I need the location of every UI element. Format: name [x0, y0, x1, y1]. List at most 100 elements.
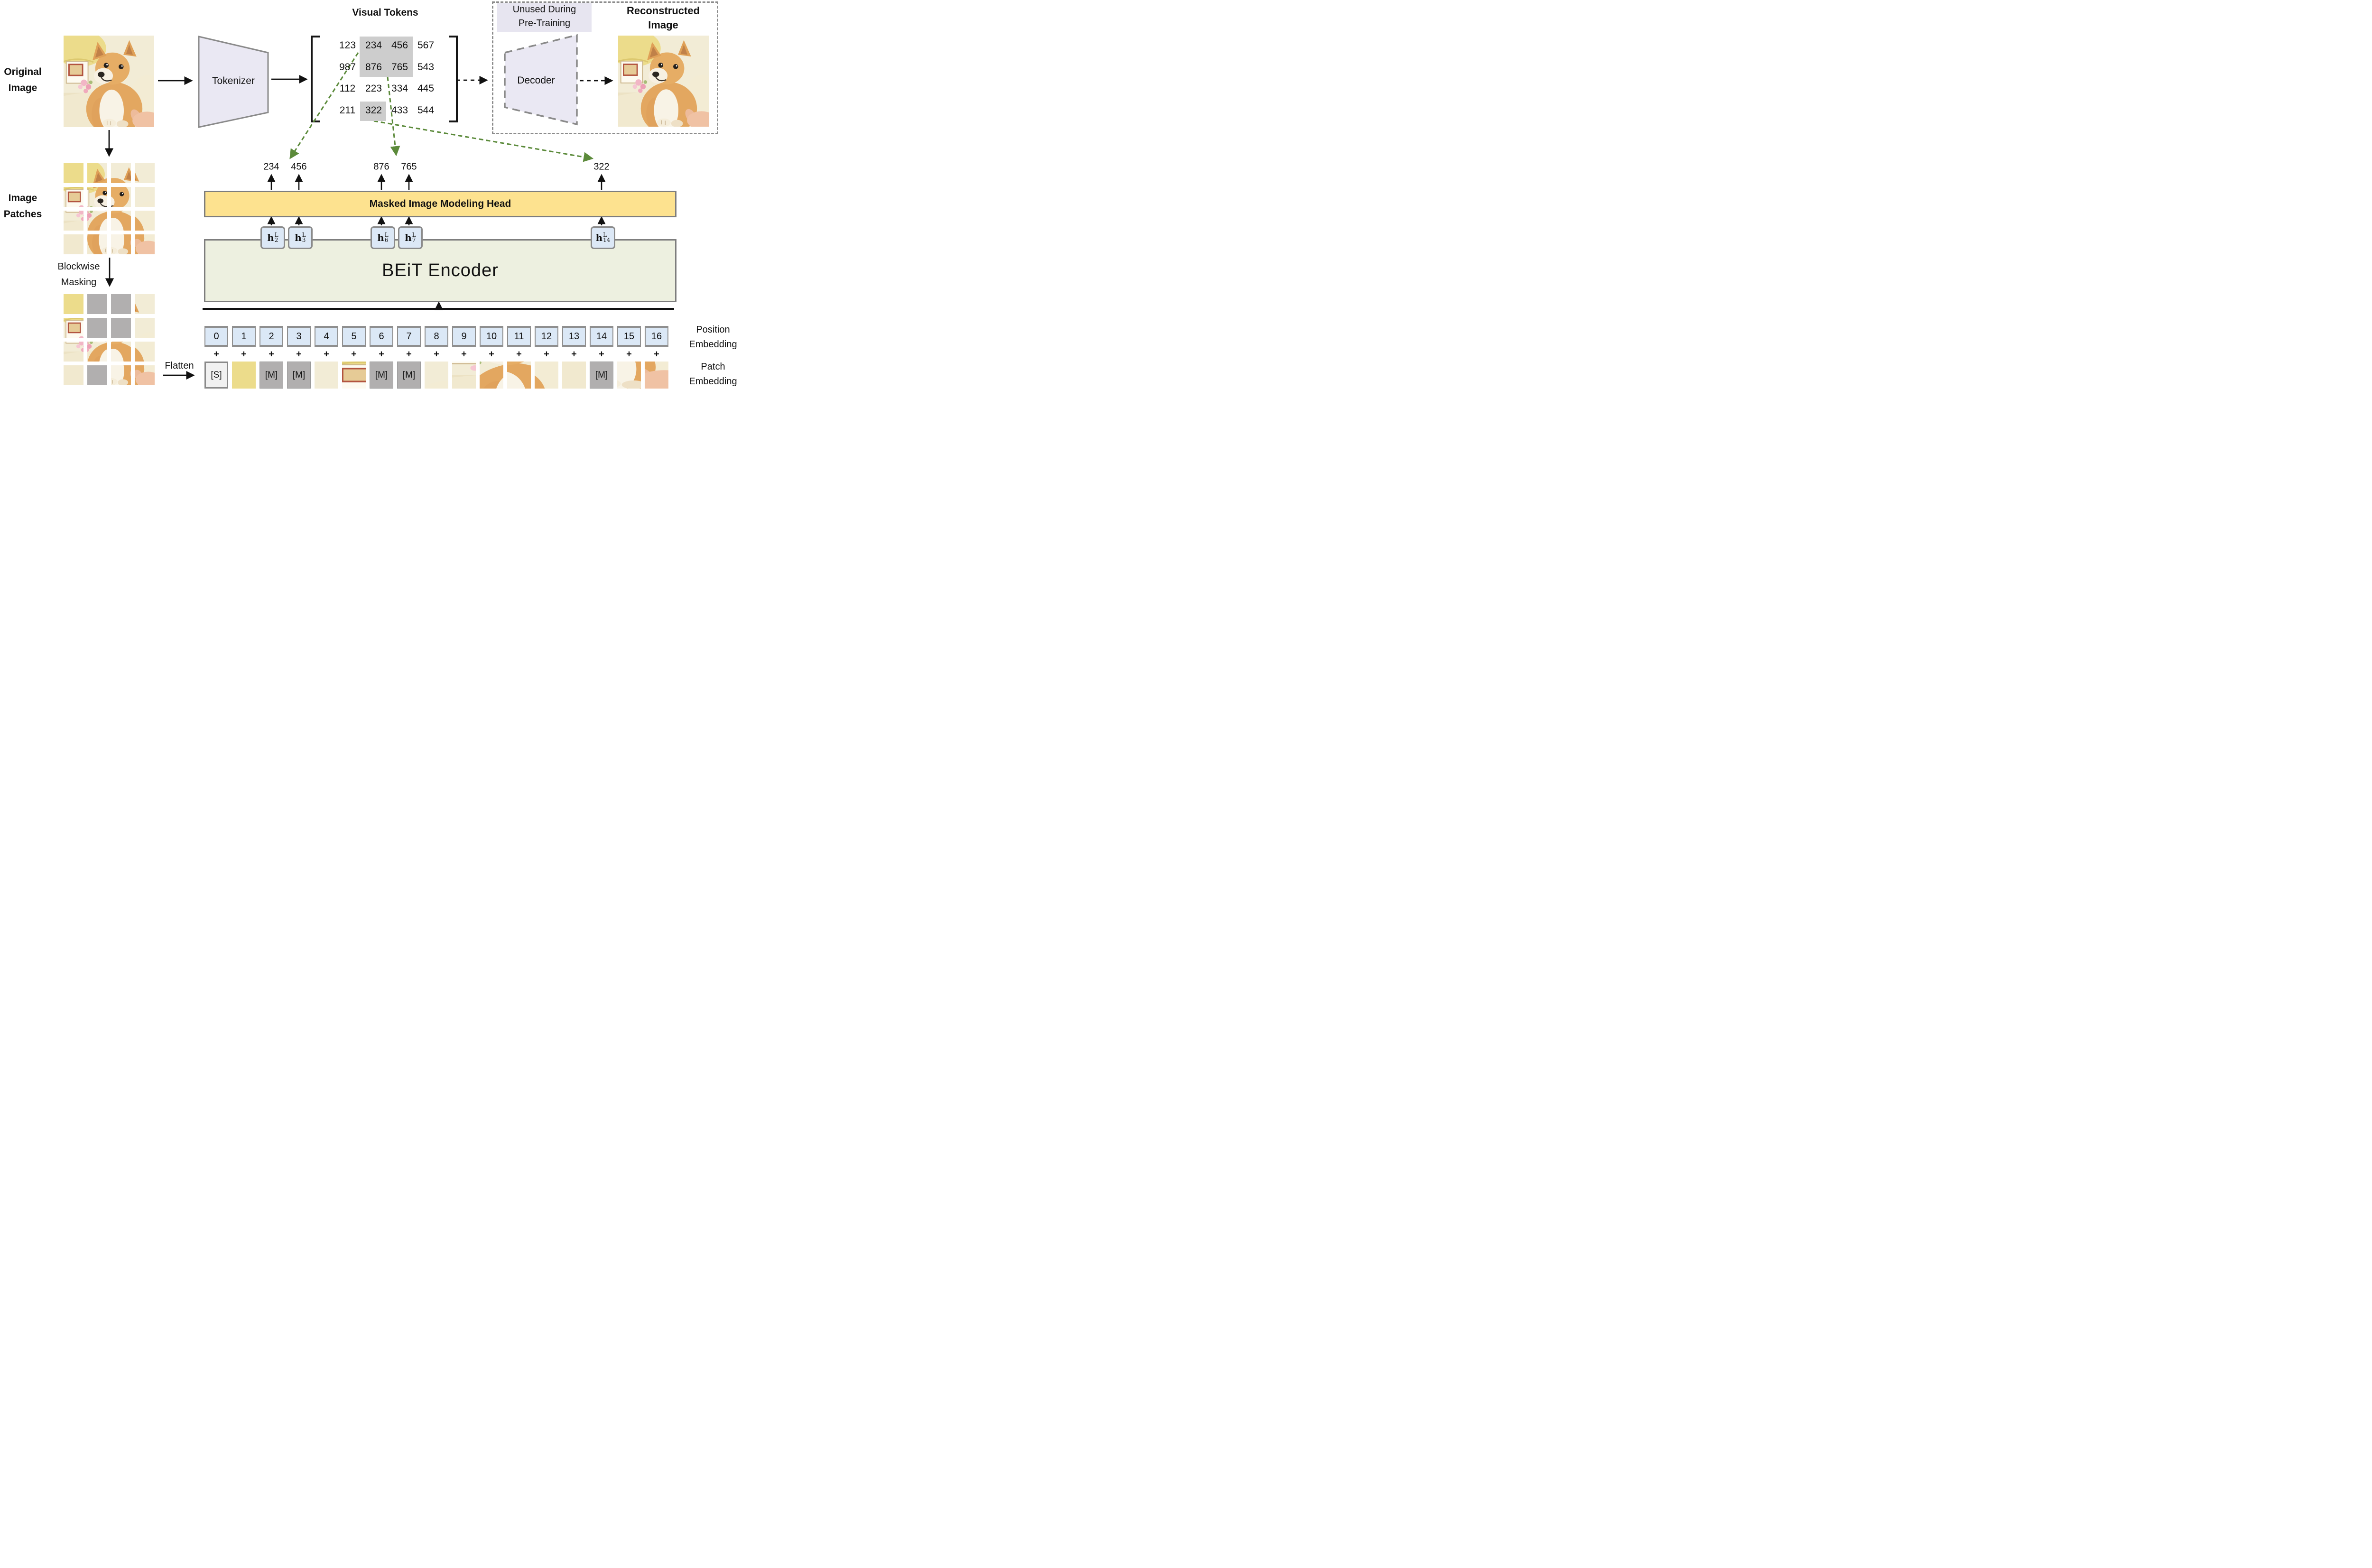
masked-patch-tile: [87, 294, 107, 314]
dog-patch-image: [111, 211, 131, 231]
dog-patch-image: [562, 362, 586, 389]
dog-patch-image: [135, 365, 155, 385]
predicted-token-value: 322: [593, 161, 610, 172]
visual-token-cell: 456: [391, 39, 408, 51]
image-patch-tile: [111, 211, 131, 231]
plus-sign: +: [351, 349, 357, 360]
plus-sign: +: [434, 349, 439, 360]
dog-patch-image: [111, 342, 131, 362]
plus-sign: +: [654, 349, 659, 360]
position-embedding-box: 3: [287, 326, 311, 347]
dog-patch-image: [64, 342, 83, 362]
visual-token-cell: 544: [417, 105, 435, 116]
dog-patch-image: [535, 362, 558, 389]
dog-patch-image: [111, 187, 131, 207]
image-patch-tile: [87, 342, 107, 362]
dog-patch-image: [452, 362, 476, 389]
dog-patch-image: [135, 294, 155, 314]
original-image-label-line2: Image: [8, 83, 37, 93]
position-embedding-box: 12: [535, 326, 558, 347]
visual-token-cell: 223: [365, 83, 382, 94]
position-embedding-label-line2: Embedding: [689, 339, 737, 350]
visual-token-cell: 987: [339, 61, 356, 73]
dog-patch-image: [480, 362, 503, 389]
plus-sign: +: [213, 349, 219, 360]
image-patch-tile: [87, 163, 107, 183]
position-embedding-box: 14: [590, 326, 613, 347]
dog-patch-image: [135, 234, 155, 254]
patch-embedding-label-line2: Embedding: [689, 376, 737, 387]
image-patch-tile: [135, 211, 155, 231]
dog-patch-image: [87, 187, 107, 207]
patch-embedding-image: [425, 362, 448, 389]
unused-decoder-panel: [492, 1, 718, 134]
image-patch-tile: [111, 187, 131, 207]
dog-patch-image: [617, 362, 641, 389]
dog-patch-image: [64, 318, 83, 338]
plus-sign: +: [599, 349, 604, 360]
patch-embedding-image: [315, 362, 338, 389]
flatten-label: Flatten: [165, 361, 194, 371]
plus-sign: +: [406, 349, 412, 360]
image-patch-tile: [87, 211, 107, 231]
plus-sign: +: [269, 349, 274, 360]
visual-token-cell: 567: [417, 39, 435, 51]
visual-token-cell: 211: [339, 105, 356, 116]
image-patch-tile: [135, 163, 155, 183]
mask-token-box: [M]: [370, 362, 393, 389]
beit-pretraining-figure: Original Image Tokenizer Visual Tokens 1…: [0, 0, 750, 392]
mask-token-box: [M]: [259, 362, 283, 389]
image-patch-tile: [64, 163, 83, 183]
dog-patch-image: [135, 318, 155, 338]
matrix-left-bracket: [311, 36, 320, 122]
patch-embedding-image: [342, 362, 366, 389]
masked-patch-tile: [87, 318, 107, 338]
position-embedding-box: 8: [425, 326, 448, 347]
dog-patch-image: [342, 362, 366, 389]
image-patch-tile: [64, 187, 83, 207]
position-embedding-label-line1: Position: [696, 325, 730, 335]
plus-sign: +: [461, 349, 467, 360]
position-embedding-box: 4: [315, 326, 338, 347]
plus-sign: +: [379, 349, 384, 360]
position-embedding-box: 9: [452, 326, 476, 347]
patch-embedding-image: [507, 362, 531, 389]
mask-token-box: [M]: [287, 362, 311, 389]
dog-patch-image: [315, 362, 338, 389]
dog-patch-image: [111, 365, 131, 385]
plus-sign: +: [626, 349, 632, 360]
image-patch-tile: [135, 365, 155, 385]
dog-patch-image: [507, 362, 531, 389]
h-letter: h: [267, 232, 274, 243]
image-patch-tile: [64, 294, 83, 314]
image-patch-tile: [64, 365, 83, 385]
dog-patch-image: [232, 362, 256, 389]
dog-patch-image: [645, 362, 668, 389]
masked-patch-tile: [111, 294, 131, 314]
position-embedding-box: 11: [507, 326, 531, 347]
plus-sign: +: [324, 349, 329, 360]
visual-token-cell: 112: [339, 83, 356, 94]
image-patch-tile: [135, 342, 155, 362]
predicted-token-value: 234: [263, 161, 279, 172]
predicted-token-value: 765: [401, 161, 417, 172]
h-letter: h: [377, 232, 384, 243]
dog-patch-image: [87, 163, 107, 183]
special-token-box: [S]: [204, 362, 228, 389]
visual-token-cell: 543: [417, 61, 435, 73]
h-letter: h: [595, 232, 603, 243]
visual-token-cell: 322: [365, 105, 382, 116]
image-patch-tile: [135, 318, 155, 338]
h-letter: h: [405, 232, 412, 243]
dog-patch-image: [425, 362, 448, 389]
unused-note: Unused During Pre-Training: [497, 3, 592, 32]
image-patch-tile: [111, 342, 131, 362]
visual-token-cell: 433: [391, 105, 408, 116]
image-patch-tile: [111, 163, 131, 183]
dog-patch-image: [135, 187, 155, 207]
